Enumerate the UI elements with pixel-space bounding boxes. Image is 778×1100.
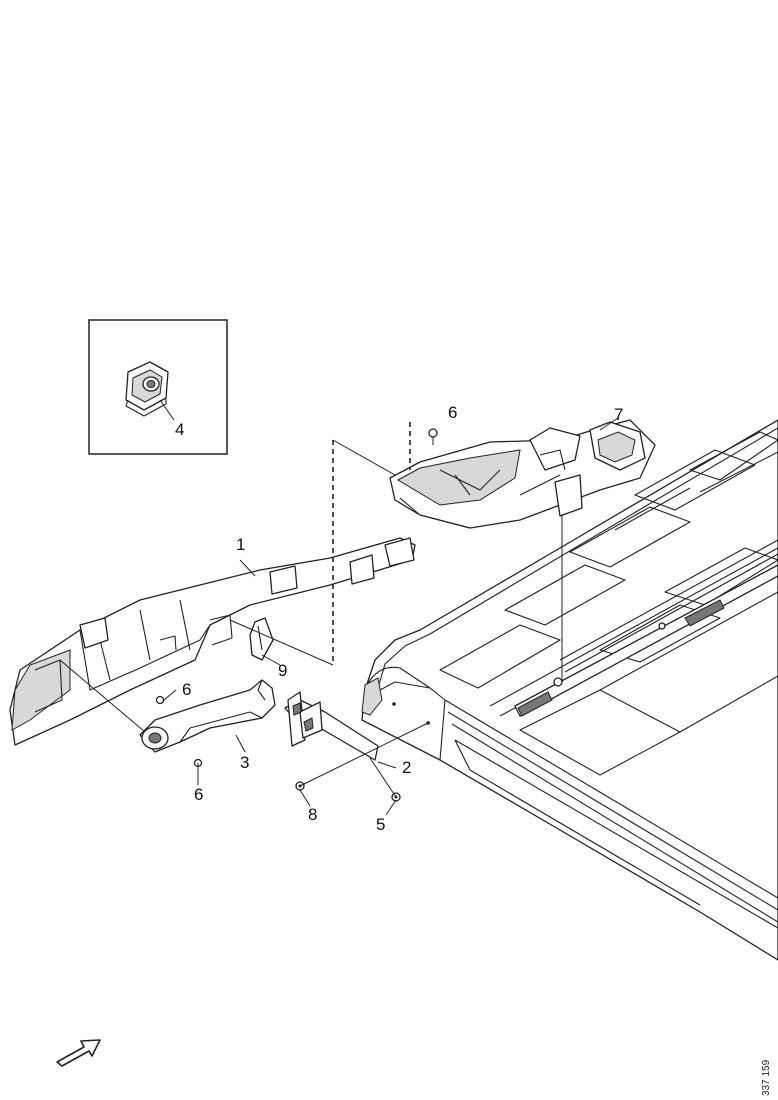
callout-1: 1 [236, 535, 245, 554]
detail-inset [88, 319, 228, 455]
clip-nut-part [125, 361, 169, 417]
support-arm-part [139, 679, 276, 753]
callout-4: 4 [175, 420, 184, 439]
callout-5: 5 [376, 815, 385, 834]
callout-9: 9 [278, 661, 287, 680]
plate-bracket-part [284, 691, 379, 761]
reference-number: 337 159 [761, 1059, 772, 1096]
callout-6-bottom: 6 [194, 785, 203, 804]
callout-3: 3 [240, 753, 249, 772]
direction-arrow-icon [56, 1039, 101, 1067]
callout-7: 7 [614, 405, 623, 424]
mounting-bracket-part [389, 419, 656, 529]
assembly-lines [59, 417, 619, 816]
callout-2: 2 [402, 758, 411, 777]
spoiler-frame-part [9, 537, 416, 746]
screw-6-middle [155, 695, 165, 705]
callout-6-top: 6 [448, 403, 457, 422]
small-bracket-part [249, 617, 274, 661]
cab-roof-body [361, 419, 778, 961]
callout-6-middle: 6 [182, 680, 191, 699]
callout-8: 8 [308, 805, 317, 824]
